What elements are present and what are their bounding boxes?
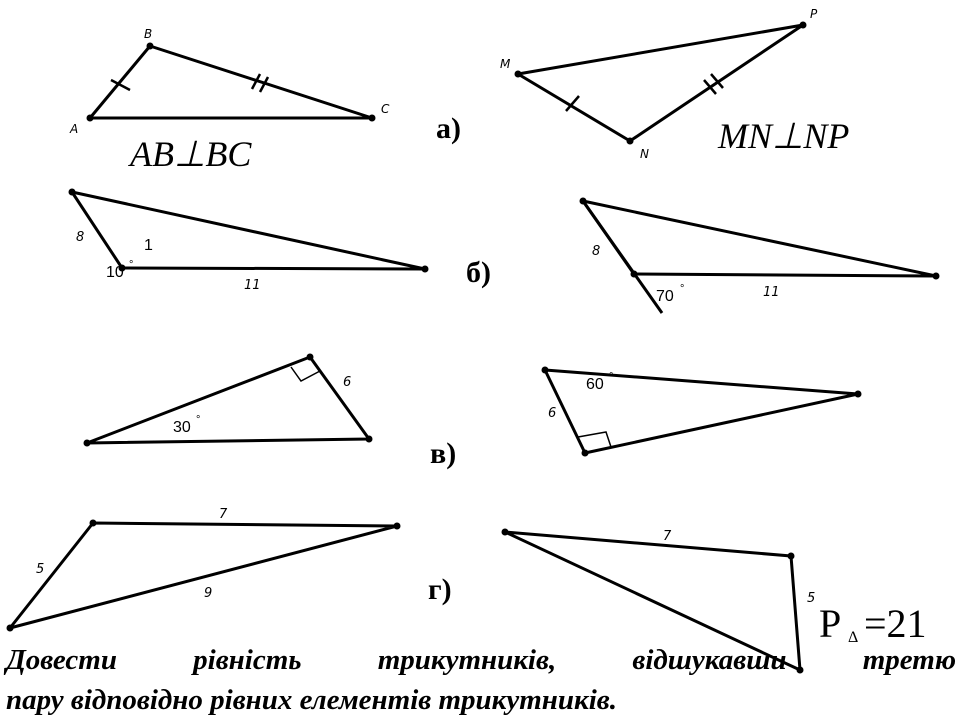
angle-degree-10: ° bbox=[129, 259, 133, 271]
perimeter-value: =21 bbox=[864, 601, 927, 646]
tick-mn bbox=[565, 95, 580, 112]
vertex-d-right-3 bbox=[796, 666, 804, 674]
tick-bc-1 bbox=[250, 73, 262, 90]
vertex-b bbox=[146, 42, 154, 50]
side-label-8-right: 8 bbox=[592, 244, 600, 259]
side-label-5-right: 5 bbox=[807, 591, 815, 606]
triangle-d-right bbox=[503, 530, 802, 672]
vertex-c-left-2 bbox=[365, 435, 373, 443]
angle-label-10: 10 bbox=[106, 264, 124, 281]
side-label-9-left: 9 bbox=[204, 586, 212, 601]
vertex-n bbox=[626, 137, 634, 145]
vertex-c-left-3 bbox=[83, 439, 91, 447]
label-p: P bbox=[810, 7, 818, 21]
side-label-11-right: 11 bbox=[763, 285, 780, 300]
side-label-7-left: 7 bbox=[219, 507, 228, 522]
side-label-7-right: 7 bbox=[663, 529, 672, 544]
triangle-d-left bbox=[8, 521, 399, 630]
tick-np-2 bbox=[710, 73, 724, 89]
angle-label-60: 60 bbox=[586, 376, 604, 393]
part-label-c: в) bbox=[430, 437, 456, 470]
angle-degree-30: ° bbox=[196, 414, 200, 426]
vertex-d-right-2 bbox=[787, 552, 795, 560]
tick-np-1 bbox=[703, 79, 717, 95]
vertex-b-left-1 bbox=[68, 188, 76, 196]
task-statement: Довести рівність трикутників, відшукавши… bbox=[6, 640, 956, 720]
vertex-b-right-3 bbox=[932, 272, 940, 280]
vertex-b-left-2 bbox=[118, 264, 126, 272]
angle-label-70: 70 bbox=[656, 288, 674, 305]
vertex-b-left-3 bbox=[421, 265, 429, 273]
label-c: C bbox=[381, 102, 390, 116]
angle-degree-70: ° bbox=[680, 283, 684, 295]
perimeter-symbol: P bbox=[819, 601, 841, 646]
vertex-d-left-3 bbox=[6, 624, 14, 632]
side-label-6-right: 6 bbox=[548, 406, 556, 421]
vertex-d-right-1 bbox=[501, 528, 509, 536]
label-m: M bbox=[500, 57, 511, 71]
triangle-b-right bbox=[581, 199, 938, 278]
vertex-a bbox=[86, 114, 94, 122]
tick-bc-2 bbox=[258, 76, 270, 93]
label-a: A bbox=[69, 122, 78, 136]
angle-label-30: 30 bbox=[173, 419, 191, 436]
task-line-2: пару відповідно рівних елементів трикутн… bbox=[6, 684, 617, 716]
right-angle-mark-right bbox=[577, 431, 612, 448]
side-label-5-left: 5 bbox=[36, 562, 44, 577]
side-label-8-left: 8 bbox=[76, 230, 84, 245]
part-b: 8 11 1 10 ° б) 8 11 70 ° bbox=[68, 188, 940, 314]
vertex-c-left-1 bbox=[306, 353, 314, 361]
vertex-d-left-2 bbox=[393, 522, 401, 530]
label-b: B bbox=[144, 27, 152, 41]
vertex-b-right-1 bbox=[579, 197, 587, 205]
side-label-6-left: 6 bbox=[343, 375, 351, 390]
triangle-abc bbox=[88, 44, 374, 120]
side-label-11-left: 11 bbox=[244, 278, 261, 293]
part-c: 6 30 ° в) 6 60 ° bbox=[83, 353, 862, 470]
angle-degree-60: ° bbox=[609, 371, 613, 383]
vertex-c-right-3 bbox=[581, 449, 589, 457]
vertex-b-right-2 bbox=[630, 270, 638, 278]
triangle-c-left bbox=[85, 355, 371, 445]
tick-ab bbox=[110, 78, 131, 92]
vertex-c-right-2 bbox=[854, 390, 862, 398]
vertex-p bbox=[799, 21, 807, 29]
perimeter-subscript: Δ bbox=[848, 629, 858, 646]
part-label-a: а) bbox=[436, 112, 461, 145]
vertex-c-right-1 bbox=[541, 366, 549, 374]
vertex-m bbox=[514, 70, 522, 78]
condition-mn-perp-np: MN⊥NP bbox=[717, 116, 849, 156]
part-label-b: б) bbox=[466, 256, 491, 289]
right-angle-mark-left bbox=[290, 366, 321, 382]
triangle-b-left bbox=[70, 190, 427, 271]
part-label-d: г) bbox=[428, 573, 452, 606]
triangle-c-right bbox=[543, 368, 860, 455]
part-d: 7 5 9 г) 7 5 P Δ =21 bbox=[6, 507, 927, 674]
label-n: N bbox=[640, 147, 649, 161]
task-line-1: Довести рівність трикутників, відшукавши… bbox=[6, 644, 956, 676]
condition-ab-perp-bc: AB⊥BC bbox=[128, 134, 252, 174]
part-a: B A C AB⊥BC а) P M N MN⊥NP bbox=[69, 7, 849, 174]
vertex-d-left-1 bbox=[89, 519, 97, 527]
stray-digit: 1 bbox=[144, 237, 153, 254]
triangle-pmn bbox=[516, 23, 805, 143]
vertex-c bbox=[368, 114, 376, 122]
